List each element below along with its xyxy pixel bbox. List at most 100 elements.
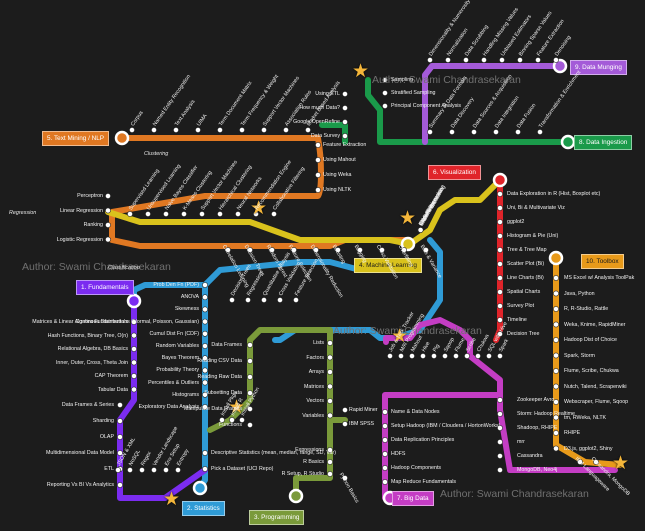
station-dot[interactable] (327, 447, 333, 453)
station-dot[interactable] (202, 367, 208, 374)
munging-station[interactable] (553, 57, 559, 63)
ml-station[interactable] (235, 211, 241, 217)
station-dot[interactable] (553, 352, 559, 359)
fundamentals-bottom-station[interactable] (139, 467, 145, 473)
station-dot[interactable] (105, 193, 111, 199)
station-dot[interactable] (497, 219, 503, 225)
station-dot[interactable] (497, 289, 503, 295)
station-dot[interactable] (497, 331, 503, 337)
station-dot[interactable] (117, 434, 123, 440)
ingestion-top-station[interactable] (449, 129, 455, 135)
programming-terminus[interactable] (288, 488, 304, 504)
line-label-machine-learning[interactable]: 4. Machine Learning (354, 258, 422, 273)
statistics-diag-station[interactable] (229, 417, 235, 423)
ml-diag-station[interactable] (379, 247, 385, 253)
station-dot[interactable] (553, 430, 559, 436)
station-dot[interactable] (202, 330, 208, 337)
station-dot[interactable] (105, 207, 111, 214)
ml-station[interactable] (127, 211, 133, 217)
ml-station[interactable] (271, 211, 277, 217)
station-dot[interactable] (202, 391, 208, 398)
station-dot[interactable] (131, 319, 137, 325)
station-dot[interactable] (327, 471, 333, 477)
station-dot[interactable] (247, 358, 253, 364)
text-mining-station[interactable] (261, 127, 267, 133)
toolbox-diag-station[interactable] (593, 459, 599, 465)
station-dot[interactable] (553, 399, 559, 405)
station-dot[interactable] (382, 103, 388, 109)
station-dot[interactable] (382, 465, 388, 471)
station-dot[interactable] (327, 354, 333, 361)
text-mining-station[interactable] (195, 127, 201, 133)
station-dot[interactable] (327, 369, 333, 375)
station-dot[interactable] (342, 105, 348, 111)
stat-diag-station[interactable] (261, 297, 267, 303)
station-dot[interactable] (131, 373, 137, 379)
munging-terminus[interactable] (552, 58, 568, 74)
fundamentals-terminus[interactable] (126, 293, 142, 309)
station-dot[interactable] (247, 406, 253, 412)
station-dot[interactable] (202, 306, 208, 313)
station-dot[interactable] (382, 409, 388, 415)
station-dot[interactable] (105, 236, 111, 243)
fundamentals-bottom-station[interactable] (115, 467, 121, 473)
station-dot[interactable] (342, 133, 348, 139)
station-dot[interactable] (497, 205, 503, 211)
station-dot[interactable] (382, 479, 388, 485)
station-dot[interactable] (315, 172, 321, 178)
station-dot[interactable] (342, 119, 348, 125)
munging-station[interactable] (499, 57, 505, 63)
station-dot[interactable] (327, 340, 333, 346)
station-dot[interactable] (382, 90, 388, 96)
station-dot[interactable] (202, 355, 208, 362)
station-dot[interactable] (497, 275, 503, 281)
ml-diag-station[interactable] (335, 247, 341, 253)
station-dot[interactable] (553, 306, 559, 312)
bigdata-top-station[interactable] (409, 353, 415, 359)
station-dot[interactable] (117, 418, 123, 424)
station-dot[interactable] (202, 294, 208, 301)
station-dot[interactable] (117, 402, 123, 408)
station-dot[interactable] (497, 233, 503, 239)
station-dot[interactable] (497, 467, 503, 473)
text-mining-station[interactable] (151, 127, 157, 133)
station-dot[interactable] (382, 437, 388, 443)
fundamentals-bottom-station[interactable] (151, 467, 157, 473)
station-dot[interactable] (342, 421, 348, 427)
line-label-statistics[interactable]: 2. Statistics (182, 501, 225, 516)
fundamentals-bottom-station[interactable] (127, 467, 133, 473)
station-dot[interactable] (382, 77, 388, 83)
ml-station[interactable] (199, 211, 205, 217)
bigdata-top-station[interactable] (497, 353, 503, 359)
stat-diag-station[interactable] (229, 297, 235, 303)
station-dot[interactable] (202, 318, 208, 325)
ml-station[interactable] (145, 211, 151, 217)
text-mining-station[interactable] (129, 127, 135, 133)
text-mining-terminus[interactable] (114, 130, 130, 146)
station-dot[interactable] (553, 414, 559, 421)
ml-diag-station[interactable] (247, 247, 253, 253)
bigdata-top-station[interactable] (453, 353, 459, 359)
ml-terminus[interactable] (400, 236, 416, 252)
bigdata-top-station[interactable] (475, 353, 481, 359)
station-dot[interactable] (247, 390, 253, 396)
station-dot[interactable] (497, 191, 503, 197)
station-dot[interactable] (497, 303, 503, 309)
station-dot[interactable] (202, 450, 208, 456)
station-dot[interactable] (497, 425, 503, 431)
station-dot[interactable] (202, 466, 208, 472)
ingestion-top-station[interactable] (471, 129, 477, 135)
station-dot[interactable] (553, 445, 559, 452)
station-dot[interactable] (131, 359, 137, 366)
ml-right-station[interactable] (417, 227, 424, 233)
ml-diag-station[interactable] (313, 247, 319, 253)
ml-diag-station[interactable] (401, 247, 407, 253)
station-dot[interactable] (497, 439, 503, 445)
station-dot[interactable] (497, 247, 503, 253)
line-label-programming[interactable]: 3. Programming (249, 510, 305, 525)
station-dot[interactable] (497, 453, 503, 459)
visualization-terminus[interactable] (492, 172, 508, 188)
station-dot[interactable] (202, 343, 208, 349)
station-dot[interactable] (497, 411, 503, 417)
munging-station[interactable] (535, 57, 541, 63)
